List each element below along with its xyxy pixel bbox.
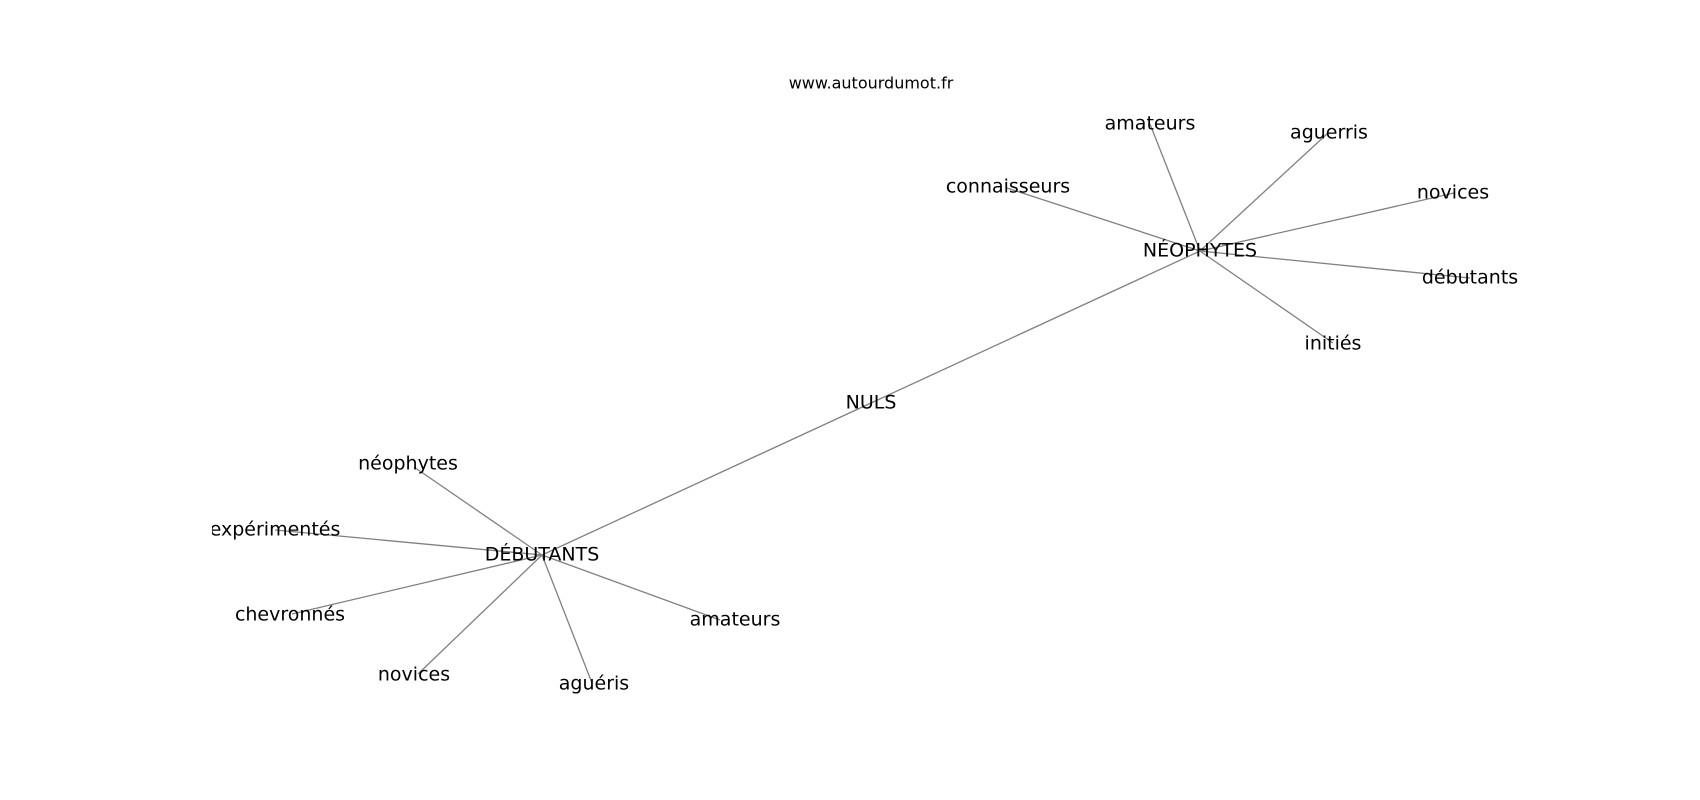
edge-debutants-agueris (541, 554, 593, 684)
leaf-neophytes-aguerris: aguerris (1290, 121, 1368, 144)
leaf-debutants-chevronnes: chevronnés (234, 603, 346, 626)
edge-debutants-chevronnes (291, 554, 543, 615)
edge-debutants-novices (417, 554, 543, 675)
leaf-debutants-experimentes: expérimentés (212, 518, 341, 541)
node-debutants: DÉBUTANTS (484, 543, 600, 566)
edge-neophytes-debutants (1199, 250, 1471, 279)
site-credit: www.autourdumot.fr (788, 73, 954, 93)
edge-debutants-neophytes (413, 466, 543, 556)
edge-debutants-experimentes (274, 529, 543, 556)
node-neophytes: NÉOPHYTES (1142, 239, 1258, 262)
edge-neophytes-aguerris (1199, 132, 1329, 252)
edge-debutants-amateurs (541, 554, 721, 621)
leaf-debutants-neophytes: néophytes (358, 452, 458, 475)
edge-neophytes-inities (1199, 250, 1334, 344)
node-nuls: NULS (845, 391, 897, 414)
edge-neophytes-amateurs (1149, 123, 1201, 252)
graph-edges (274, 123, 1471, 684)
edge-nuls-debutants (541, 402, 872, 556)
leaf-neophytes-novices: novices (1416, 181, 1490, 204)
edge-neophytes-novices (1199, 192, 1455, 252)
leaf-debutants-amateurs: amateurs (689, 608, 781, 631)
leaf-neophytes-inities: initiés (1304, 332, 1362, 355)
graph-plot-area: NULS DÉBUTANTS NÉOPHYTES néophytes expér… (212, 0, 1700, 800)
leaf-neophytes-debutants: débutants (1421, 266, 1519, 289)
edge-neophytes-connaisseurs (1006, 187, 1201, 252)
leaf-debutants-agueris: aguéris (558, 672, 630, 695)
leaf-neophytes-connaisseurs: connaisseurs (945, 175, 1071, 198)
leaf-debutants-novices: novices (377, 663, 451, 686)
edge-nuls-neophytes (870, 250, 1201, 404)
leaf-neophytes-amateurs: amateurs (1104, 112, 1196, 135)
